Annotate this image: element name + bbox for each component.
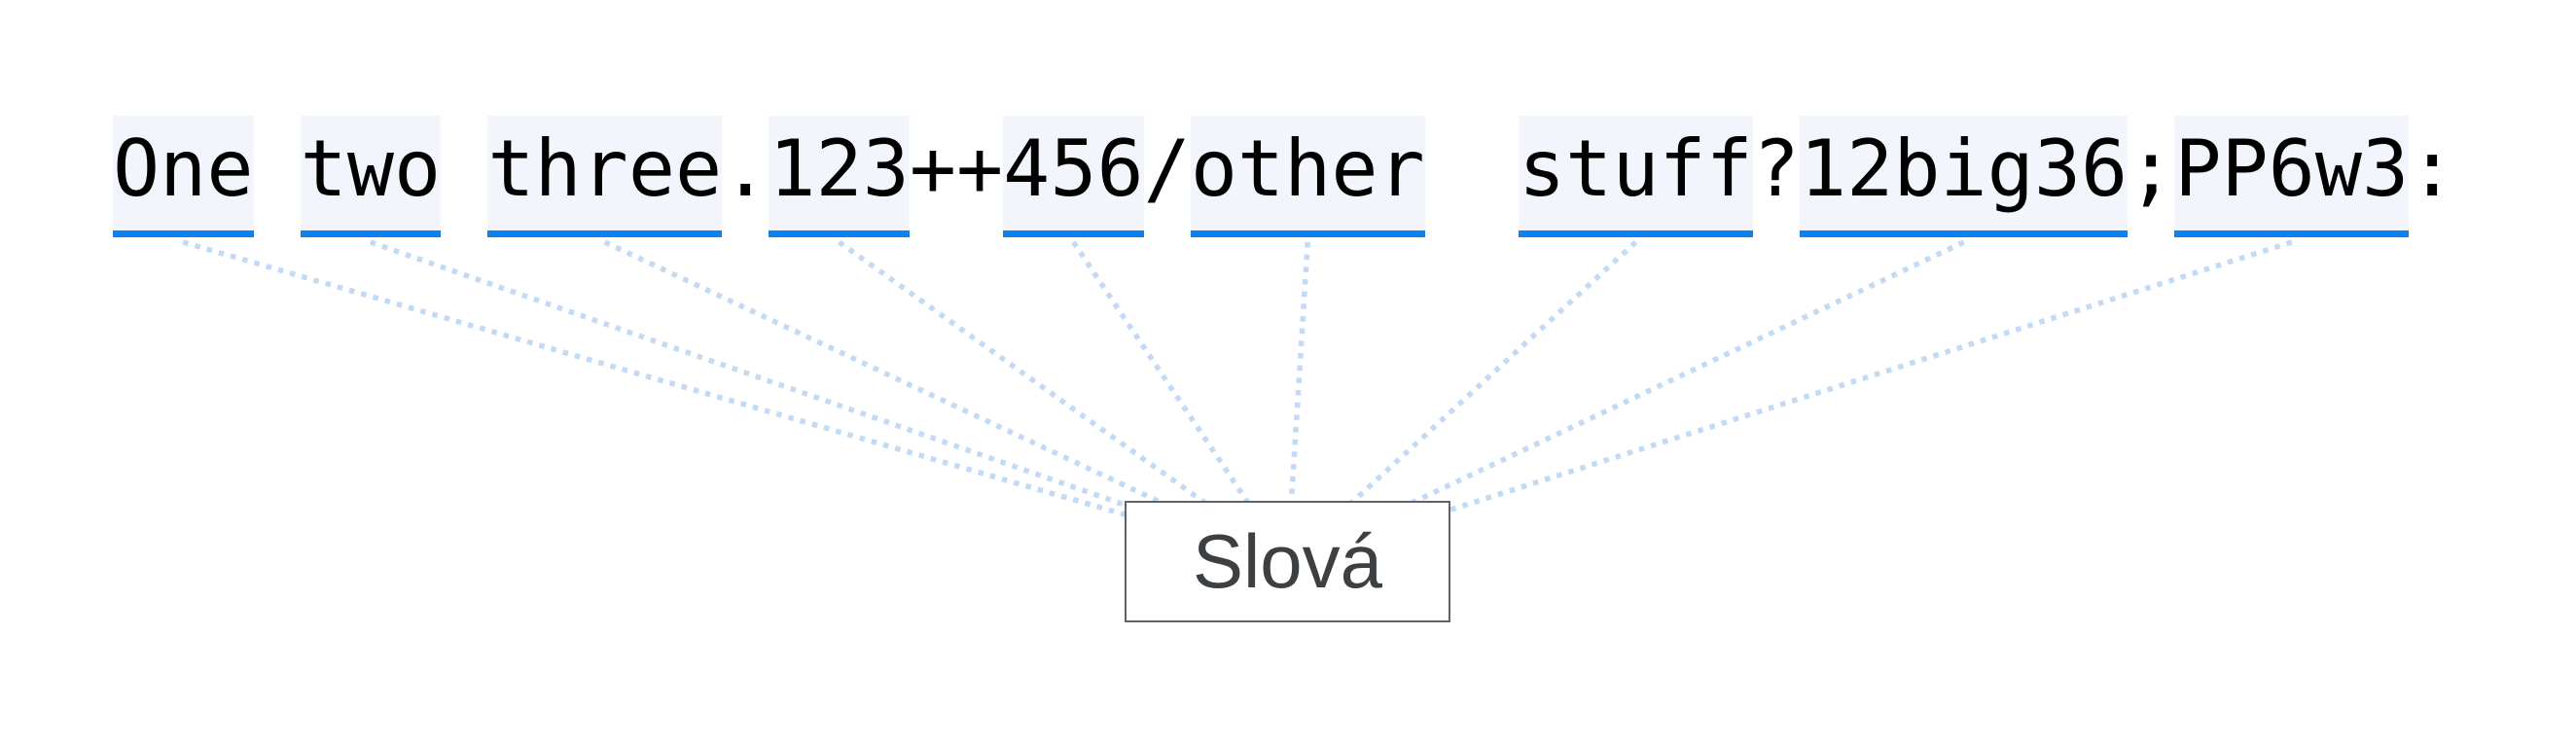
separator-text: ;	[2128, 124, 2175, 214]
separator-text	[441, 116, 487, 230]
connector-line	[1286, 239, 1965, 564]
separator-text	[1425, 116, 1519, 230]
words-label: Slová	[1192, 518, 1383, 604]
token: 123	[769, 116, 910, 237]
separator-text	[254, 116, 301, 230]
words-label-box: Slová	[1125, 501, 1450, 622]
separator-text: ?	[1752, 124, 1800, 214]
connector-line	[1284, 241, 1311, 562]
connector-line	[603, 239, 1289, 564]
connector-line	[1285, 239, 1638, 564]
token: PP6w3	[2174, 116, 2410, 237]
separator-text: .	[722, 124, 769, 214]
separator-text: :	[2409, 124, 2456, 214]
connector-line	[1286, 239, 2293, 565]
connector-line	[182, 239, 1289, 565]
sentence-line: One two three.123++456/other stuff?12big…	[113, 116, 2455, 237]
separator-text: /	[1143, 124, 1191, 214]
token: three	[487, 116, 723, 237]
connector-line	[370, 239, 1289, 565]
token: 12big36	[1800, 116, 2129, 237]
token: other	[1190, 116, 1425, 237]
token: two	[300, 116, 442, 237]
token: One	[113, 116, 254, 237]
token: stuff	[1519, 116, 1753, 237]
separator-text: ++	[909, 124, 1004, 214]
token: 456	[1003, 116, 1144, 237]
connector-line	[1071, 240, 1290, 564]
